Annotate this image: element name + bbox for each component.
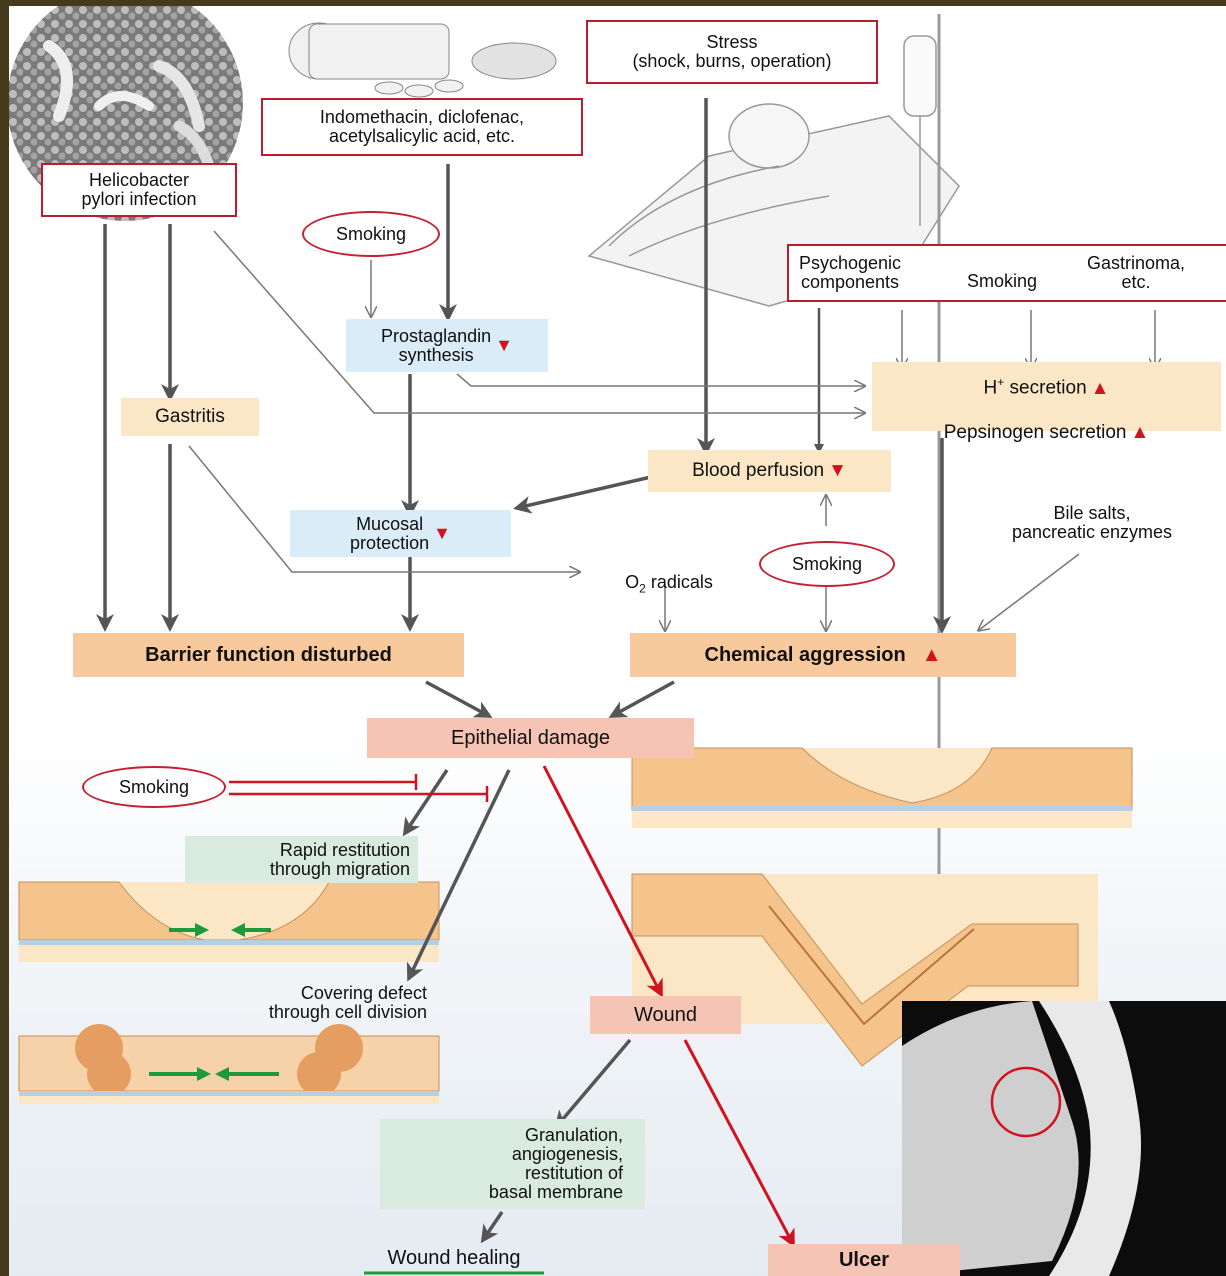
blood-perfusion-box: Blood perfusion ▼ <box>648 450 891 492</box>
up-arrow-icon: ▲ <box>1130 422 1149 443</box>
o2-o: O <box>625 572 639 592</box>
up-arrow-icon: ▲ <box>1091 378 1110 399</box>
wound-box: Wound <box>590 996 741 1034</box>
o2-sub: 2 <box>639 582 646 596</box>
nsaid-label: Indomethacin, diclofenac, acetylsalicyli… <box>261 98 583 156</box>
barrier-function-box: Barrier function disturbed <box>73 633 464 677</box>
o2-text: radicals <box>646 572 713 592</box>
mucosal-protection-box: Mucosal protection ▼ <box>290 510 511 557</box>
h-secretion-h: H <box>984 378 998 399</box>
secretion-factors-box: Psychogenic components Smoking Gastrinom… <box>787 244 1226 302</box>
chemical-text: Chemical aggression <box>705 644 906 667</box>
smoking-psy-label: Smoking <box>967 272 1037 291</box>
wound-healing-label: Wound healing <box>339 1249 569 1268</box>
epithelium-panel-division <box>19 1024 439 1104</box>
prostaglandin-box: Prostaglandin synthesis ▼ <box>346 319 548 372</box>
pepsinogen-line: Pepsinogen secretion▲ <box>944 400 1150 444</box>
bile-salts-label: Bile salts, pancreatic enzymes <box>974 504 1210 542</box>
smoking-oval-mid: Smoking <box>759 541 895 587</box>
mucosal-text: Mucosal protection <box>350 515 429 553</box>
stress-label: Stress (shock, burns, operation) <box>586 20 878 84</box>
chemical-aggression-box: Chemical aggression ▲ <box>630 633 1016 677</box>
down-arrow-icon: ▼ <box>828 460 847 482</box>
h-secretion-text: secretion <box>1004 378 1086 399</box>
psychogenic-label: Psychogenic components <box>799 254 901 292</box>
ulcer-box: Ulcer <box>768 1244 960 1276</box>
hpylori-label: Helicobacter pylori infection <box>41 163 237 217</box>
pill-bottle-illustration <box>289 23 556 97</box>
gastritis-box: Gastritis <box>121 398 259 436</box>
rapid-restitution-box: Rapid restitution through migration <box>185 836 418 883</box>
o2-radicals-label: O2 radicals <box>599 554 739 599</box>
gastrinoma-label: Gastrinoma, etc. <box>1087 254 1185 292</box>
smoking-oval-low: Smoking <box>82 766 226 808</box>
granulation-box: Granulation, angiogenesis, restitution o… <box>380 1119 645 1209</box>
secretion-box: H+ secretion▲ Pepsinogen secretion▲ <box>872 362 1221 431</box>
down-arrow-icon: ▼ <box>495 336 513 355</box>
diagram-canvas: Helicobacter pylori infection Indomethac… <box>9 6 1226 1276</box>
epithelial-damage-box: Epithelial damage <box>367 718 694 758</box>
h-secretion-line: H+ secretion▲ <box>984 349 1110 399</box>
covering-defect-box: Covering defect through cell division <box>185 981 435 1025</box>
up-arrow-icon: ▲ <box>922 644 942 667</box>
prostaglandin-text: Prostaglandin synthesis <box>381 327 491 365</box>
smoking-oval-top: Smoking <box>302 211 440 257</box>
blood-perfusion-text: Blood perfusion <box>692 460 824 482</box>
down-arrow-icon: ▼ <box>433 524 451 543</box>
xray-image <box>902 1001 1226 1276</box>
epithelium-panel-migration <box>19 882 439 962</box>
pepsinogen-text: Pepsinogen secretion <box>944 422 1127 443</box>
epithelium-panel-top-right <box>632 748 1132 828</box>
